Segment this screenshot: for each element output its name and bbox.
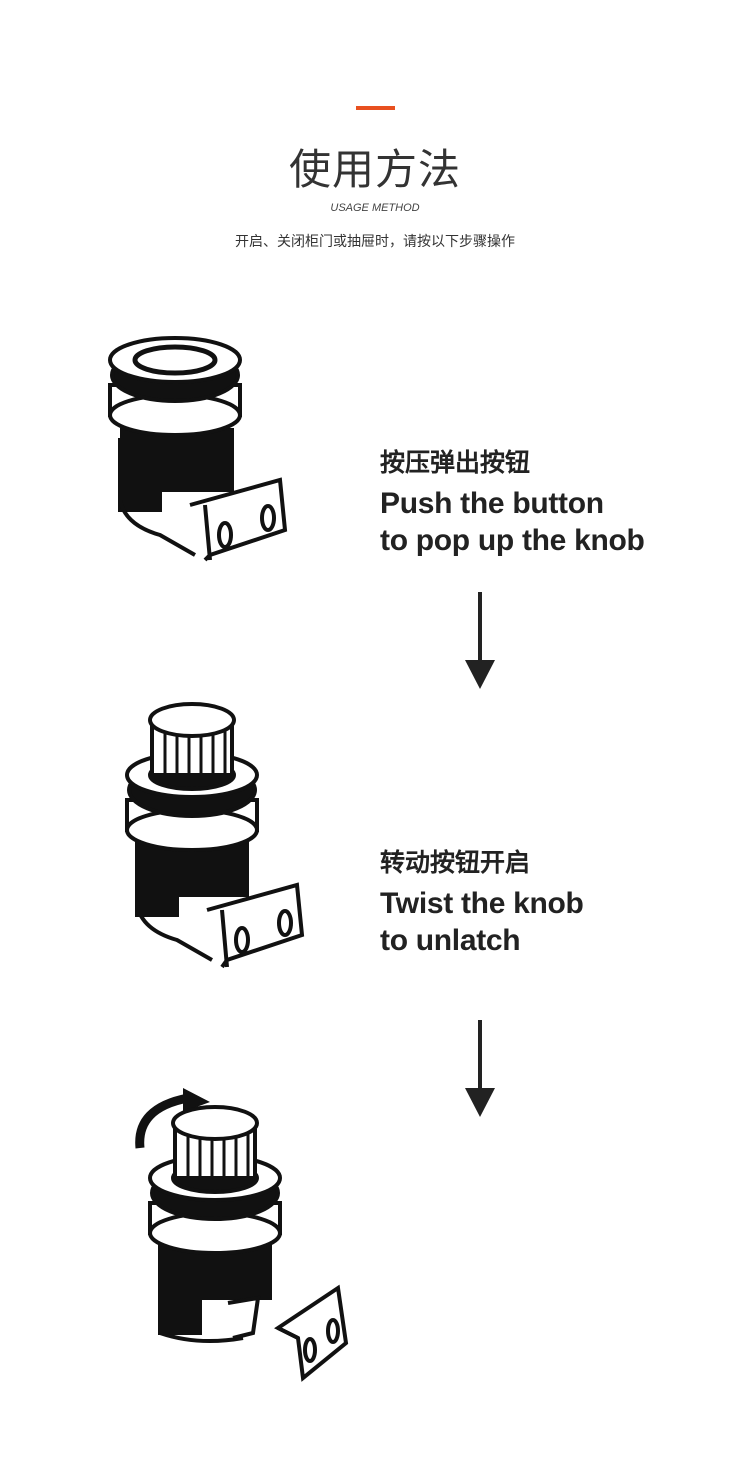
- step-1-text: 按压弹出按钮 Push the button to pop up the kno…: [380, 443, 645, 559]
- step-2-title-cn: 转动按钮开启: [380, 848, 531, 877]
- rotate-arrow-icon: [135, 1088, 210, 1149]
- step-1-line2: to pop up the knob: [380, 524, 645, 557]
- page-title: 使用方法: [288, 145, 461, 194]
- step-2-line2: to unlatch: [380, 924, 521, 957]
- latch-popped-illustration: [125, 702, 305, 969]
- step-1-title-cn: 按压弹出按钮: [380, 448, 531, 477]
- latch-pressed-illustration: [108, 336, 288, 562]
- latch-unlatched-illustration: [135, 1088, 349, 1382]
- arrow-down-icon: [465, 1020, 495, 1117]
- subtitle-cn: 开启、关闭柜门或抽屉时，请按以下步骤操作: [235, 234, 515, 250]
- arrow-down-icon: [465, 592, 495, 689]
- step-2-text: 转动按钮开启 Twist the knob to unlatch: [380, 843, 584, 959]
- step-1-line1: Push the button: [380, 487, 604, 520]
- accent-bar: [356, 106, 395, 110]
- subtitle-en: USAGE METHOD: [330, 202, 420, 214]
- step-2-line1: Twist the knob: [380, 887, 584, 920]
